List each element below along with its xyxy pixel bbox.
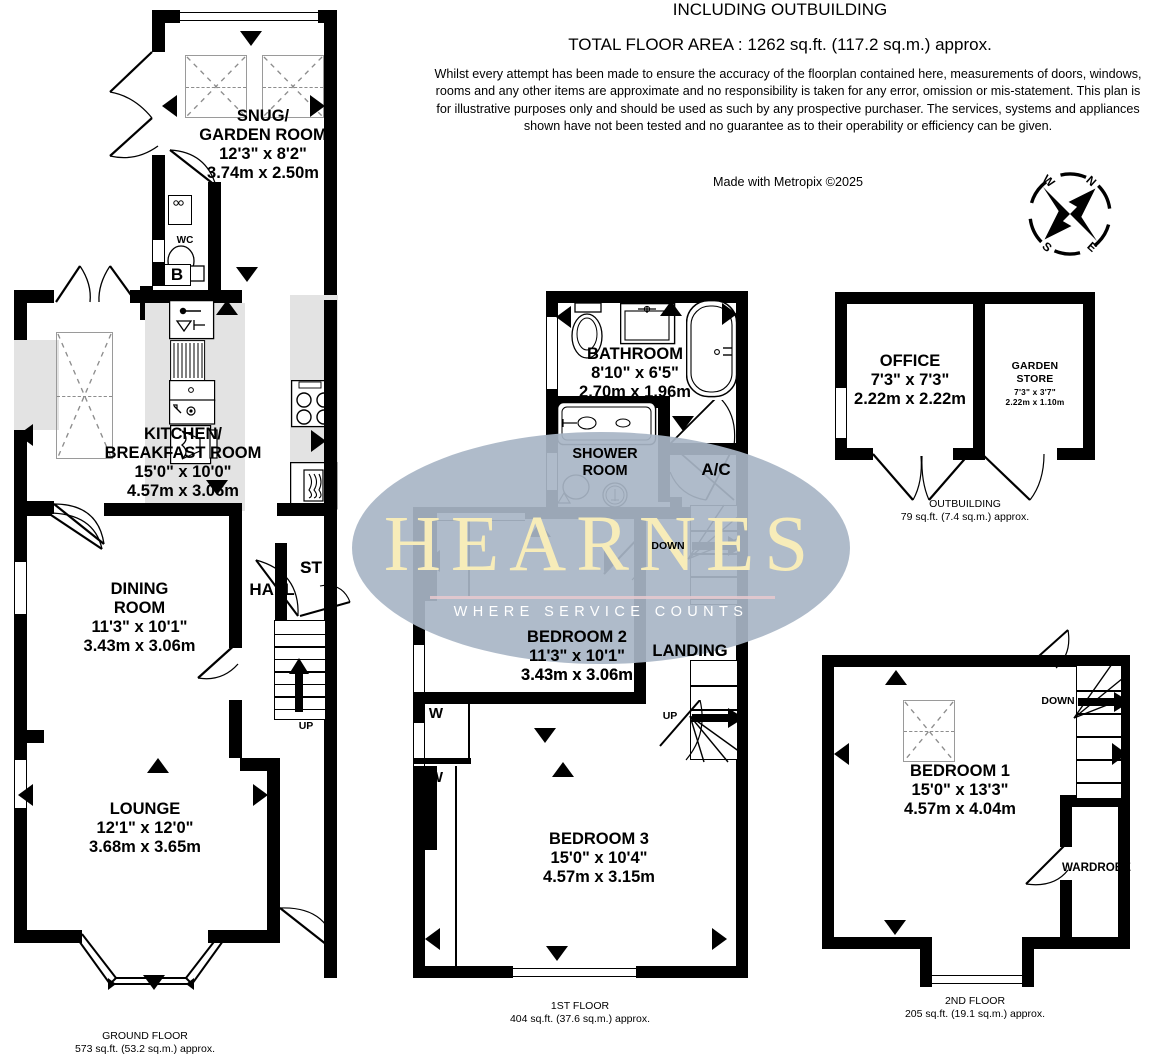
- view-arrow-wc: [236, 267, 258, 282]
- annotation-up-ground: UP: [298, 720, 314, 732]
- wardrobe-door: [1025, 841, 1069, 886]
- bathroom-toilet: [571, 303, 603, 359]
- compass-rose: N W S E: [1024, 168, 1116, 260]
- kitchen-top-double-door: [55, 265, 137, 303]
- view-arrow-snug-right: [310, 95, 325, 117]
- second-floor-stairs: [1076, 665, 1123, 799]
- room-label-bathroom: BATHROOM 8'10" x 6'5" 2.70m x 1.96m: [579, 345, 691, 402]
- bedroom1-door: [1029, 629, 1070, 669]
- annotation-wardrobe: WARDROBE: [1062, 861, 1131, 874]
- view-arrow-bathroom-left: [556, 306, 571, 328]
- annotation-ac-overlay: A/C: [701, 460, 731, 479]
- view-arrow-bedroom3-left: [425, 928, 440, 950]
- watermark-rule: [430, 596, 775, 599]
- view-arrow-snug-left: [162, 95, 177, 117]
- view-arrow-lounge-left: [18, 784, 33, 806]
- snug-double-door: [109, 51, 159, 159]
- header-total-floor-area: TOTAL FLOOR AREA : 1262 sq.ft. (117.2 sq…: [568, 35, 992, 54]
- view-arrow-kitchen-inner: [216, 300, 238, 315]
- view-arrow-ac: [672, 416, 694, 431]
- room-label-lounge: LOUNGE 12'1" x 12'0" 3.68m x 3.65m: [89, 800, 201, 857]
- view-arrow-bathroom-right: [722, 303, 737, 325]
- wardrobe-marker-1: W: [428, 705, 444, 722]
- outbuilding-caption: OUTBUILDING 79 sq.ft. (7.4 sq.m.) approx…: [900, 498, 1030, 523]
- kitchen-appliance: [170, 425, 218, 465]
- room-label-kitchen: KITCHEN/ BREAKFAST ROOM 15'0" x 10'0" 4.…: [104, 425, 262, 501]
- bedroom1-rooflight: [903, 700, 955, 762]
- stairs-up-arrow-first: [692, 714, 732, 722]
- outbuilding-store-door: [981, 453, 1045, 501]
- view-arrow-bedroom3-right: [712, 928, 727, 950]
- stairs-down-arrow-second: [1078, 698, 1118, 706]
- room-label-bedroom2-overlay: BEDROOM 2 11'3" x 10'1" 3.43m x 3.06m: [521, 628, 633, 685]
- annotation-st: ST: [300, 558, 322, 577]
- view-arrow-bedroom1-bottom: [884, 920, 906, 935]
- kitchen-radiator: [170, 340, 206, 382]
- view-arrow-bedroom2-bottom: [534, 728, 556, 743]
- annotation-hall: HALL: [249, 580, 295, 599]
- view-arrow-bedroom1-top: [885, 670, 907, 685]
- snug-inner-door: [169, 149, 217, 187]
- first-floor-stairs-winders-up: [689, 715, 741, 763]
- ground-floor-caption: GROUND FLOOR 573 sq.ft. (53.2 sq.m.) app…: [74, 1030, 216, 1055]
- outbuilding-office-doors: [872, 453, 970, 501]
- header-including-outbuilding: INCLUDING OUTBUILDING: [672, 0, 888, 19]
- ground-stairs-up-arrow: [295, 672, 303, 712]
- view-arrow-kitchen-left: [18, 424, 33, 446]
- view-arrow-bedroom3-bottom: [546, 946, 568, 961]
- watermark-ellipse: [352, 432, 850, 664]
- kitchen-sink-small: [169, 300, 215, 340]
- room-label-landing-overlay: LANDING: [652, 642, 728, 660]
- second-floor-stairs-winders: [1073, 663, 1130, 719]
- room-label-snug: SNUG/ GARDEN ROOM 12'3" x 8'2" 3.74m x 2…: [199, 107, 327, 183]
- annotation-boiler-b: B: [170, 265, 184, 284]
- wc-basin-fixture: [168, 195, 192, 225]
- snug-rooflight-1: [185, 55, 247, 118]
- view-arrow-bathroom-top: [660, 301, 682, 316]
- kitchen-bottom-door: [53, 503, 105, 545]
- room-label-garden-store: GARDEN STORE 7'3" x 3'7" 2.22m x 1.10m: [1005, 360, 1065, 408]
- room-label-bedroom1: BEDROOM 1 15'0" x 13'3" 4.57m x 4.04m: [904, 762, 1016, 819]
- header-disclaimer: Whilst every attempt has been made to en…: [434, 67, 1142, 134]
- annotation-up-first: UP: [662, 710, 678, 722]
- header-made-with: Made with Metropix ©2025: [713, 175, 863, 189]
- room-label-shower-overlay: SHOWER ROOM: [572, 446, 638, 479]
- second-floor-caption: 2ND FLOOR 205 sq.ft. (19.1 sq.m.) approx…: [904, 995, 1046, 1020]
- st-door: [255, 559, 351, 617]
- view-arrow-bedroom1-left: [834, 743, 849, 765]
- kitchen-rooflight: [56, 332, 113, 459]
- view-arrow-lounge-bay: [143, 975, 165, 990]
- front-door: [279, 907, 337, 953]
- view-arrow-kitchen-right: [311, 430, 326, 452]
- view-arrow-bedroom3-top: [552, 762, 574, 777]
- watermark-tagline: WHERE SERVICE COUNTS: [453, 604, 749, 620]
- kitchen-sink-double: [169, 380, 216, 425]
- dining-door-top: [47, 512, 103, 550]
- annotation-wc: WC: [176, 235, 194, 246]
- view-arrow-lounge-top: [147, 758, 169, 773]
- annotation-st-overlay: ST: [300, 558, 322, 577]
- view-arrow-snug-top: [240, 31, 262, 46]
- dining-door-hall: [197, 641, 239, 680]
- watermark-brand: HEARNES: [383, 501, 819, 588]
- view-arrow-lounge-right: [253, 784, 268, 806]
- room-label-dining: DINING ROOM 11'3" x 10'1" 3.43m x 3.06m: [83, 580, 196, 656]
- bedroom3-door: [659, 700, 703, 761]
- annotation-down-first-overlay: DOWN: [651, 540, 685, 552]
- view-arrow-kitchen-bottom: [206, 480, 228, 495]
- annotation-down-second: DOWN: [1041, 695, 1075, 707]
- first-floor-caption: 1ST FLOOR 404 sq.ft. (37.6 sq.m.) approx…: [509, 1000, 651, 1025]
- room-label-bedroom3: BEDROOM 3 15'0" x 10'4" 4.57m x 3.15m: [543, 830, 655, 887]
- view-arrow-second-stairs: [1112, 743, 1127, 765]
- room-label-office: OFFICE 7'3" x 7'3" 2.22m x 2.22m: [854, 352, 966, 409]
